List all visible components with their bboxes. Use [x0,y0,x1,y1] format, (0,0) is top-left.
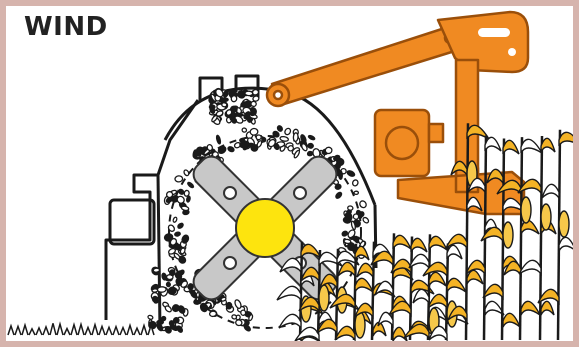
harvester-illustration [6,6,573,341]
rotor-hub [236,199,294,257]
stubble [8,323,154,335]
